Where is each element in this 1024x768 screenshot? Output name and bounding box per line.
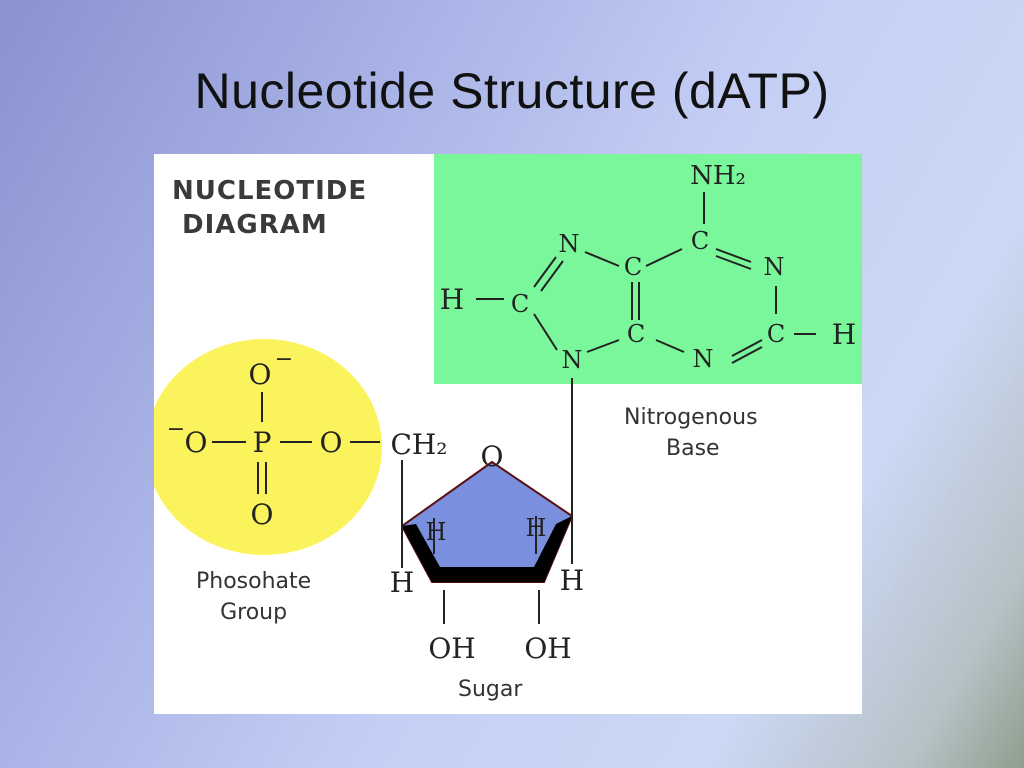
atom-o-right: O: [320, 426, 343, 459]
atom-oh-right: OH: [524, 632, 571, 665]
atom-c6: C: [691, 227, 709, 255]
diagram-heading-line1: NUCLEOTIDE: [172, 176, 368, 206]
atom-h-left-outer: H: [390, 566, 414, 599]
base-caption-line1: Nitrogenous: [624, 405, 758, 430]
atom-nh2: NH₂: [690, 161, 746, 191]
diagram-heading: NUCLEOTIDE DIAGRAM: [172, 174, 367, 242]
atom-h2: H: [832, 318, 856, 351]
atom-p: P: [253, 426, 272, 459]
atom-o-bottom: O: [251, 498, 274, 531]
atom-o-left: O: [185, 426, 208, 459]
atom-n9: N: [562, 346, 583, 374]
base-caption-line2: Base: [666, 436, 720, 461]
base-region: [434, 154, 862, 384]
atom-o-ring: O: [481, 440, 504, 473]
phosphate-region: [154, 339, 382, 555]
phosphate-caption-line2: Group: [220, 600, 288, 625]
atom-oh-left: OH: [428, 632, 475, 665]
atom-h8: H: [440, 283, 464, 316]
atom-c5: C: [624, 253, 642, 281]
atom-h-left-inner: H: [426, 518, 447, 546]
base-caption: Nitrogenous Base: [624, 402, 758, 464]
diagram-graphic: NH₂ N C C N H C C C H N N O − − O P O O …: [154, 154, 862, 665]
atom-c8: C: [511, 290, 529, 318]
backbone-bonds: [212, 392, 573, 624]
slide-title: Nucleotide Structure (dATP): [194, 63, 830, 119]
atom-h-right-outer: H: [560, 564, 584, 597]
atom-c2: C: [767, 320, 785, 348]
diagram-heading-line2: DIAGRAM: [182, 210, 328, 240]
sugar-caption: Sugar: [458, 677, 523, 702]
atom-ch2: CH₂: [390, 428, 447, 461]
phosphate-caption-line1: Phosohate: [196, 569, 312, 594]
charge-o-left: −: [167, 417, 185, 442]
atom-o-top: O: [249, 358, 272, 391]
sugar-ring-bold-edge: [402, 516, 572, 582]
nucleotide-diagram: NH₂ N C C N H C C C H N N O − − O P O O …: [154, 154, 862, 714]
atom-n3: N: [693, 345, 714, 373]
atom-c4: C: [627, 320, 645, 348]
atom-n7: N: [559, 230, 580, 258]
atom-h-right-inner: H: [526, 514, 547, 542]
base-bonds: [476, 192, 816, 552]
phosphate-caption: Phosohate Group: [196, 566, 311, 628]
charge-o-top: −: [275, 347, 293, 372]
atom-n1: N: [764, 253, 785, 281]
